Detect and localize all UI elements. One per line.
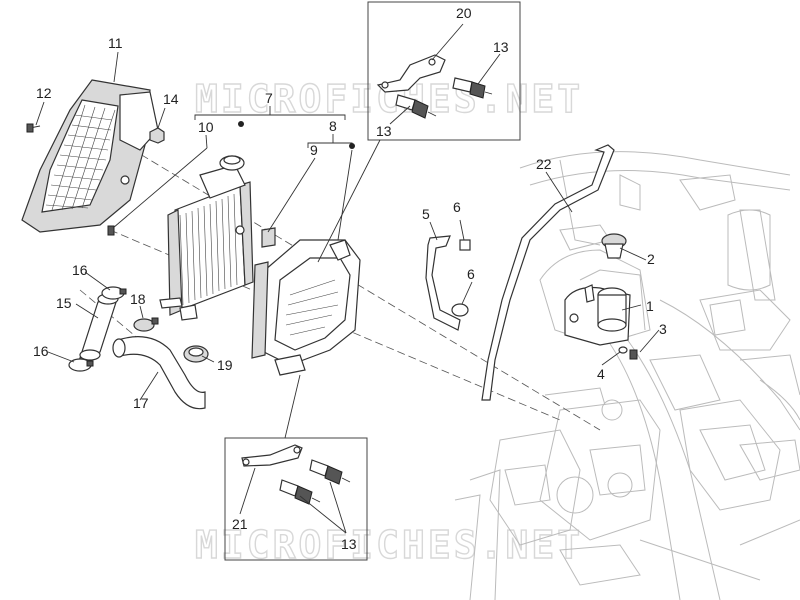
callout-17: 17 xyxy=(133,395,149,411)
hose-part-17 xyxy=(112,336,206,410)
callout-6-bottom: 6 xyxy=(467,266,475,282)
overflow-hose-part-22 xyxy=(481,144,615,401)
fan-shroud-part-8 xyxy=(251,239,361,376)
callout-9: 9 xyxy=(310,142,318,158)
scooter-frame xyxy=(454,151,800,600)
callout-16-bottom: 16 xyxy=(33,343,49,359)
screw-part-10b xyxy=(107,225,115,236)
leader-lines xyxy=(35,23,660,534)
clamp-part-6-bottom xyxy=(451,303,469,317)
callout-2: 2 xyxy=(647,251,655,267)
callout-8: 8 xyxy=(329,118,337,134)
callout-1: 1 xyxy=(646,298,654,314)
bullet-dot xyxy=(238,121,244,127)
callout-6-top: 6 xyxy=(453,199,461,215)
group-brackets xyxy=(194,106,355,149)
kit-box-top xyxy=(367,1,521,141)
callout-5: 5 xyxy=(422,206,430,222)
callout-11: 11 xyxy=(108,35,123,51)
radiator-part-10 xyxy=(159,155,254,321)
callout-13-bottom: 13 xyxy=(341,536,357,552)
clamp-part-16-bottom xyxy=(68,358,94,372)
callout-7: 7 xyxy=(265,90,273,106)
bullet-dot xyxy=(349,143,355,149)
hose-part-5 xyxy=(425,235,461,331)
callout-15: 15 xyxy=(56,295,72,311)
callout-10: 10 xyxy=(198,119,214,135)
callout-18: 18 xyxy=(130,291,146,307)
callout-14: 14 xyxy=(163,91,179,107)
callout-20: 20 xyxy=(456,5,472,21)
fitting-part-18 xyxy=(133,317,159,332)
callout-22: 22 xyxy=(536,156,552,172)
radiator-cover-part-11 xyxy=(21,79,159,233)
expansion-tank-part-1 xyxy=(564,284,631,346)
clamp-part-6-top xyxy=(459,239,471,251)
kit-box-bottom xyxy=(224,437,368,561)
callout-4: 4 xyxy=(597,366,605,382)
callout-13-top-left: 13 xyxy=(376,123,392,139)
screw-part-12 xyxy=(26,123,41,133)
clip-part-9 xyxy=(261,227,276,248)
callout-12: 12 xyxy=(36,85,52,101)
callout-19: 19 xyxy=(217,357,233,373)
hose-part-15 xyxy=(79,293,119,361)
callout-labels: 1 2 3 4 5 6 6 7 8 9 10 11 12 13 13 13 14… xyxy=(33,5,667,552)
washer-part-4 xyxy=(618,346,628,354)
clamp-part-16-top xyxy=(101,286,127,300)
clamp-part-19 xyxy=(183,345,209,363)
callout-16-top: 16 xyxy=(72,262,88,278)
screw-part-3 xyxy=(629,349,638,360)
cap-part-2 xyxy=(601,233,627,259)
nut-part-14 xyxy=(149,127,165,144)
callout-3: 3 xyxy=(659,321,667,337)
callout-21: 21 xyxy=(232,516,248,532)
callout-13-top-right: 13 xyxy=(493,39,509,55)
